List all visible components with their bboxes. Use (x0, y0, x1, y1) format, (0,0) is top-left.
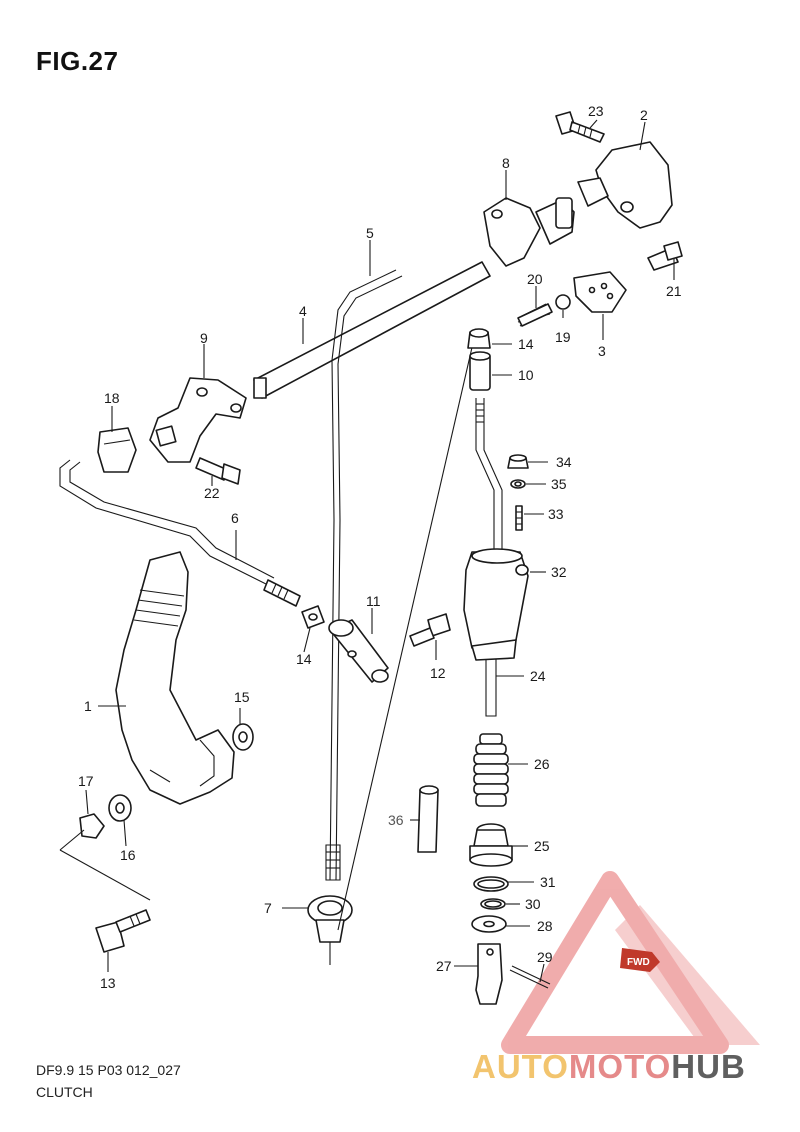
part-27-bracket (475, 943, 503, 1005)
callout-29: 29 (537, 949, 553, 965)
part-15-washer (232, 723, 254, 751)
part-13-bolt (95, 909, 151, 953)
callout-9: 9 (200, 330, 208, 346)
part-17-clip (59, 813, 151, 901)
part-33-stud (515, 505, 523, 531)
callout-14-lower: 14 (296, 651, 312, 667)
watermark-text: AUTOMOTOHUB (472, 1048, 746, 1086)
part-35-washer (510, 479, 526, 489)
part-11-lever (328, 619, 389, 683)
part-28-washer (471, 915, 507, 933)
callout-23: 23 (588, 103, 604, 119)
callout-5: 5 (366, 225, 374, 241)
callout-34: 34 (556, 454, 572, 470)
figure-name: CLUTCH (36, 1084, 93, 1100)
callout-33: 33 (548, 506, 564, 522)
part-21-bolt (647, 241, 683, 271)
part-1-pedal (115, 551, 235, 805)
watermark-moto: MOTO (568, 1048, 672, 1085)
callout-13: 13 (100, 975, 116, 991)
callout-labels: 2 23 8 5 4 20 19 3 21 14 10 34 35 33 32 … (78, 103, 682, 991)
part-8-lever-block (483, 197, 575, 267)
callout-11: 11 (366, 593, 381, 609)
callout-6: 6 (231, 510, 239, 526)
part-3-plate (573, 271, 627, 313)
part-32-housing (463, 548, 529, 661)
fwd-badge: FWD (620, 948, 660, 972)
callout-35: 35 (551, 476, 567, 492)
callout-16: 16 (120, 847, 136, 863)
part-23-bolt (555, 111, 605, 143)
callout-3: 3 (598, 343, 606, 359)
part-24-shift-rod (475, 398, 503, 717)
callout-8: 8 (502, 155, 510, 171)
part-14-nut-lower (301, 605, 325, 629)
callout-2: 2 (640, 107, 648, 123)
part-18-clip (97, 427, 137, 473)
part-25-bushing (469, 823, 513, 867)
part-20-spring (517, 303, 553, 327)
watermark-triangle (501, 871, 760, 1054)
callout-20: 20 (527, 271, 543, 287)
part-36-tube (417, 785, 439, 853)
part-7-grommet (307, 895, 353, 965)
watermark-auto: AUTO (472, 1048, 569, 1085)
part-4-shaft (253, 261, 491, 399)
part-16-washer (108, 794, 132, 822)
part-30-ring (480, 898, 506, 910)
part-6-link-rod (59, 459, 301, 607)
callout-19: 19 (555, 329, 571, 345)
callout-21: 21 (666, 283, 682, 299)
part-5-rod (325, 269, 403, 881)
callout-10: 10 (518, 367, 534, 383)
callout-18: 18 (104, 390, 120, 406)
callout-12: 12 (430, 665, 446, 681)
callout-22: 22 (204, 485, 220, 501)
watermark-hub: HUB (671, 1048, 746, 1085)
part-10-sleeve (469, 351, 491, 391)
part-2-bracket (577, 141, 673, 229)
part-22-bolt (195, 457, 241, 485)
part-9-bracket (149, 377, 247, 463)
callout-31: 31 (540, 874, 556, 890)
callout-7: 7 (264, 900, 272, 916)
callout-25: 25 (534, 838, 550, 854)
callout-15: 15 (234, 689, 250, 705)
leader-lines (85, 119, 675, 983)
figure-code: DF9.9 15 P03 012_027 (36, 1062, 181, 1078)
part-14-nut-upper (467, 328, 491, 349)
callout-36: 36 (388, 812, 404, 828)
part-31-o-ring (473, 876, 509, 892)
callout-27: 27 (436, 958, 452, 974)
callout-30: 30 (525, 896, 541, 912)
callout-4: 4 (299, 303, 307, 319)
figure-title: FIG.27 (36, 46, 119, 76)
callout-28: 28 (537, 918, 553, 934)
callout-17: 17 (78, 773, 94, 789)
part-29-pin (509, 965, 551, 989)
part-12-bolt (409, 613, 451, 647)
callout-24: 24 (530, 668, 546, 684)
callout-14-upper: 14 (518, 336, 534, 352)
part-26-boot (473, 733, 509, 807)
callout-26: 26 (534, 756, 550, 772)
fwd-badge-text: FWD (627, 957, 650, 968)
part-34-nut (507, 454, 529, 469)
callout-32: 32 (551, 564, 567, 580)
part-19-ball (555, 294, 571, 310)
callout-1: 1 (84, 698, 92, 714)
